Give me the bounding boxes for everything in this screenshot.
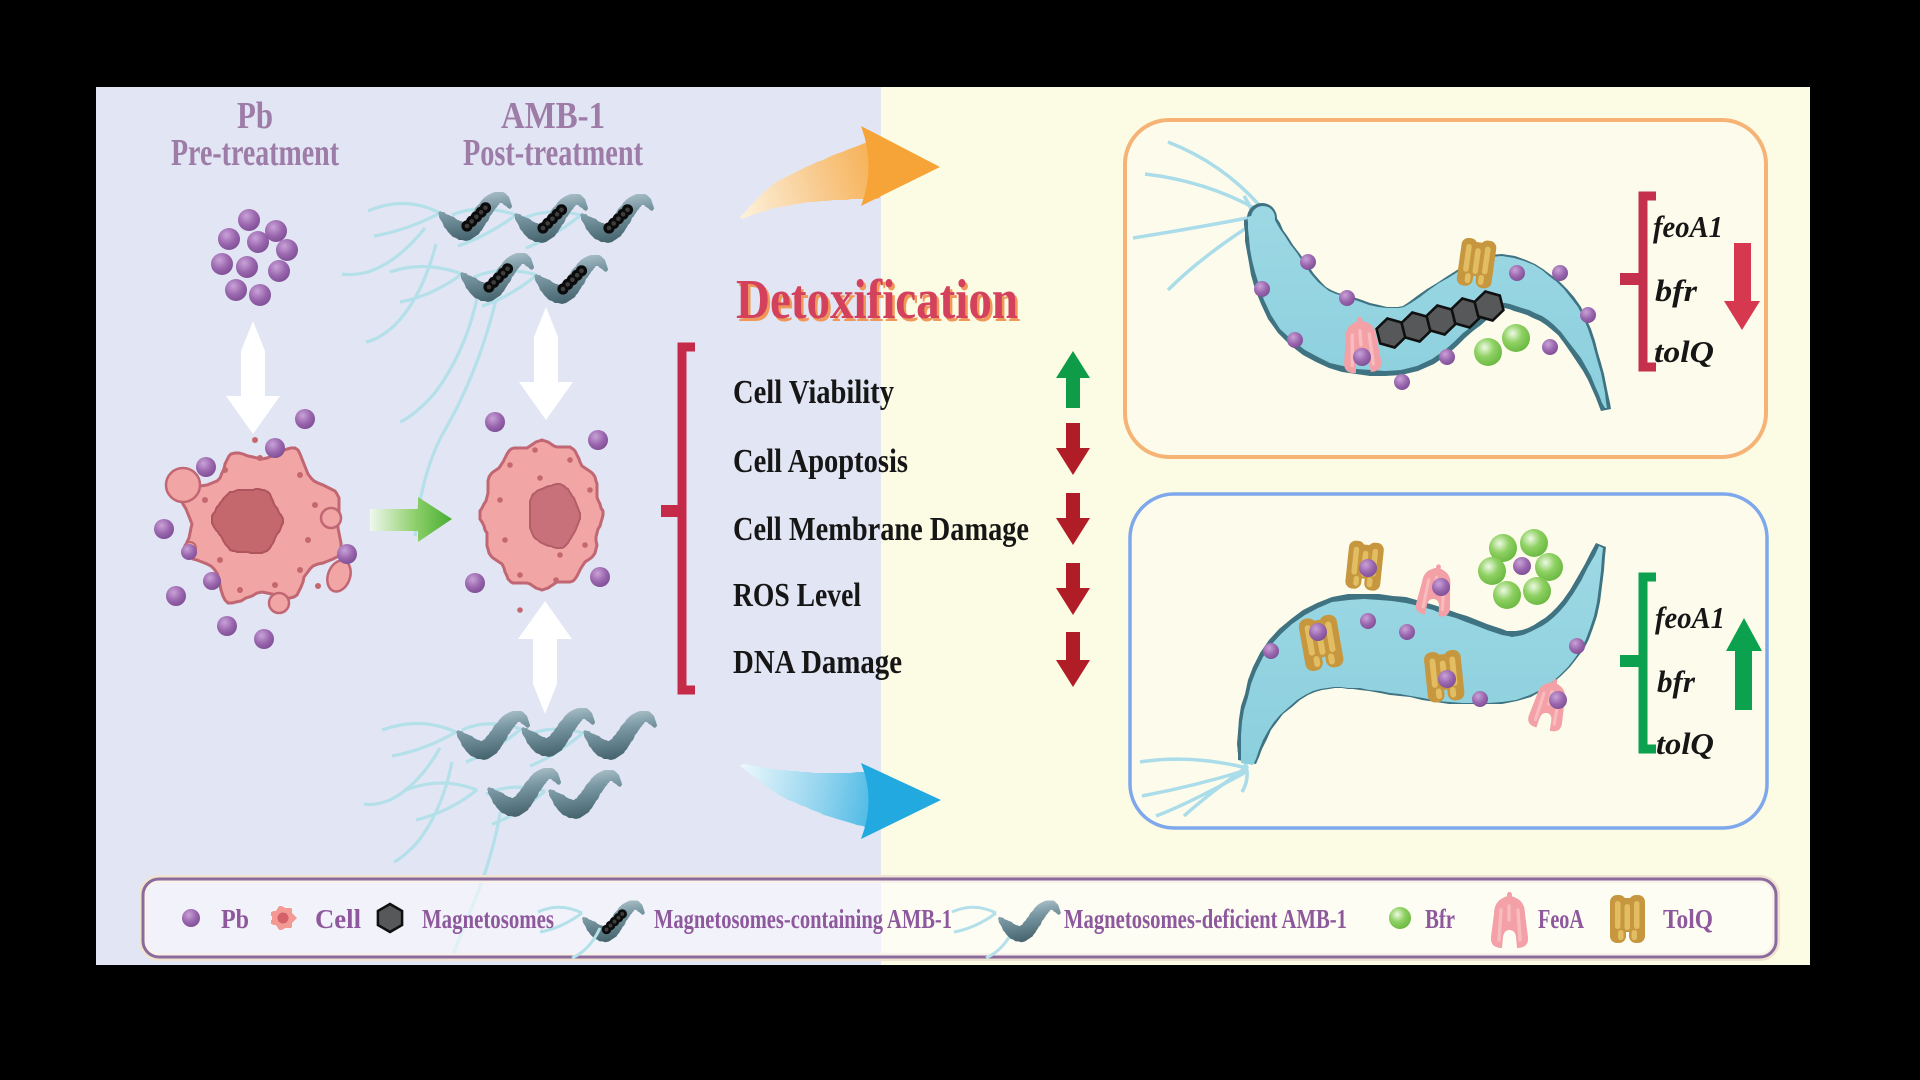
svg-text:Pb: Pb [237, 95, 273, 137]
svg-text:tolQ: tolQ [1656, 726, 1714, 761]
svg-text:bfr: bfr [1657, 664, 1696, 699]
svg-text:Cell Membrane Damage: Cell Membrane Damage [733, 511, 1029, 548]
svg-text:Pb: Pb [221, 904, 249, 934]
svg-text:tolQ: tolQ [1654, 334, 1714, 369]
svg-text:AMB-1: AMB-1 [501, 95, 605, 137]
svg-text:DNA Damage: DNA Damage [733, 644, 902, 681]
svg-text:Cell Viability: Cell Viability [733, 374, 894, 411]
svg-text:Bfr: Bfr [1425, 904, 1455, 934]
svg-text:ROS Level: ROS Level [733, 577, 861, 614]
svg-text:Detoxification: Detoxification [736, 269, 1018, 331]
svg-text:Cell: Cell [315, 904, 361, 934]
svg-text:TolQ: TolQ [1663, 904, 1713, 934]
svg-text:feoA1: feoA1 [1655, 600, 1725, 635]
svg-text:Pre-treatment: Pre-treatment [171, 132, 339, 174]
svg-text:FeoA: FeoA [1538, 904, 1584, 934]
svg-text:feoA1: feoA1 [1653, 209, 1723, 244]
svg-text:Magnetosomes-deficient AMB-1: Magnetosomes-deficient AMB-1 [1064, 904, 1347, 934]
svg-text:Magnetosomes: Magnetosomes [422, 904, 554, 934]
svg-text:Detoxification: Detoxification [739, 272, 1021, 334]
svg-text:Cell Apoptosis: Cell Apoptosis [733, 443, 908, 480]
svg-text:Magnetosomes-containing AMB-1: Magnetosomes-containing AMB-1 [654, 904, 952, 934]
svg-text:bfr: bfr [1655, 273, 1698, 308]
svg-text:Post-treatment: Post-treatment [463, 132, 643, 174]
